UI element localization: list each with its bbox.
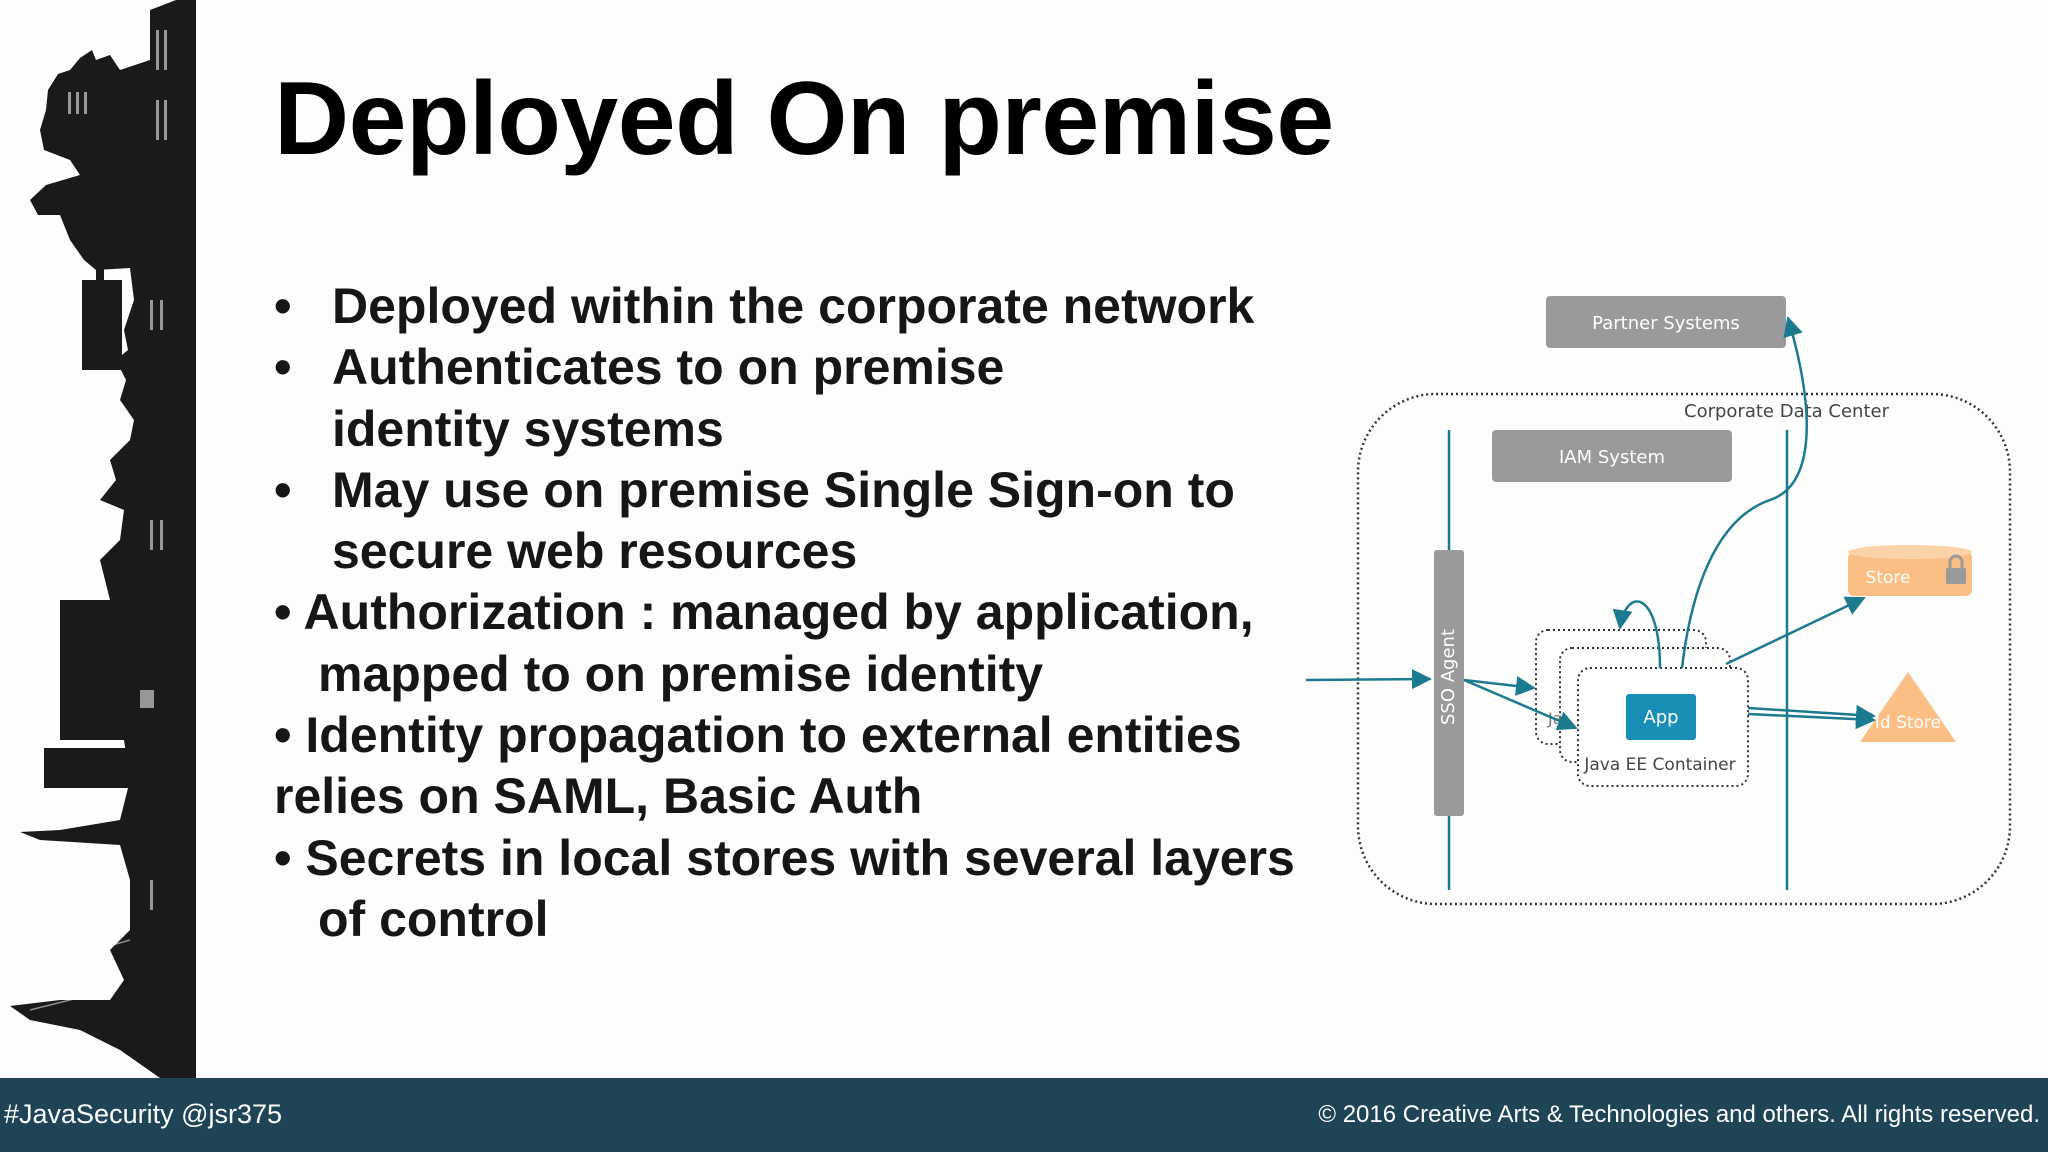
bullet-item: •Authenticates to on premise <box>274 337 1334 398</box>
architecture-diagram: Corporate Data Center Partner Systems IA… <box>1305 296 2012 906</box>
app-to-store-arrow <box>1725 596 1866 666</box>
page-title: Deployed On premise <box>274 61 1334 177</box>
store-label: Store <box>1866 568 1911 588</box>
bullet-item: •Deployed within the corporate network <box>274 276 1334 337</box>
skyline-silhouette-image <box>10 0 196 1078</box>
sso-to-container-arrow <box>1463 676 1536 696</box>
id-store-triangle: Id Store <box>1860 672 1956 742</box>
app-to-id-store-arrow-2 <box>1747 709 1876 730</box>
sso-to-app-arrow <box>1463 678 1578 731</box>
bullet-continuation: secure web resources <box>332 523 858 580</box>
footer-hashtag: #JavaSecurity @jsr375 <box>4 1099 283 1129</box>
corporate-data-center-label: Corporate Data Center <box>1684 401 1890 422</box>
bullet-continuation: of control <box>318 890 549 947</box>
app-box: App <box>1626 694 1696 740</box>
store-cylinder: Store <box>1848 545 1972 596</box>
bullet-continuation: mapped to on premise identity <box>318 645 1044 702</box>
slide: Deployed On premise •Deployed within the… <box>10 0 2012 1078</box>
bullet-continuation: identity systems <box>332 400 724 457</box>
bullet-marker: • <box>274 461 292 518</box>
app-to-partner-arrow <box>1680 316 1808 669</box>
footer-copyright: © 2016 Creative Arts & Technologies and … <box>1318 1101 2040 1128</box>
footer-bar: #JavaSecurity @jsr375 © 2016 Creative Ar… <box>0 1078 2048 1152</box>
corporate-data-center-boundary <box>1356 392 2012 906</box>
incoming-arrow <box>1305 669 1432 690</box>
sso-agent-label: SSO Agent <box>1438 629 1459 725</box>
iam-system-box: IAM System <box>1492 430 1732 482</box>
bullet-list: •Deployed within the corporate network •… <box>274 276 1334 950</box>
sso-agent-bar: SSO Agent <box>1434 550 1464 816</box>
partner-systems-label: Partner Systems <box>1592 313 1740 334</box>
bullet-item: •May use on premise Single Sign-on to <box>274 460 1334 521</box>
app-label: App <box>1643 707 1678 728</box>
iam-system-label: IAM System <box>1559 447 1665 468</box>
bullet-item: • Identity propagation to external entit… <box>274 707 1242 764</box>
app-self-loop-arrow <box>1612 600 1662 669</box>
java-ee-container-label: Java EE Container <box>1583 755 1735 775</box>
lock-icon <box>1946 554 1966 584</box>
bullet-item: • Authorization : managed by application… <box>274 584 1254 641</box>
bullet-marker: • <box>274 339 292 396</box>
bullet-marker: • <box>274 278 292 334</box>
app-to-id-store-arrow-1 <box>1747 704 1876 725</box>
bullet-item: • Secrets in local stores with several l… <box>274 829 1295 886</box>
partner-systems-box: Partner Systems <box>1546 296 1786 348</box>
bullet-continuation: relies on SAML, Basic Auth <box>274 768 923 825</box>
id-store-label: Id Store <box>1875 713 1941 733</box>
